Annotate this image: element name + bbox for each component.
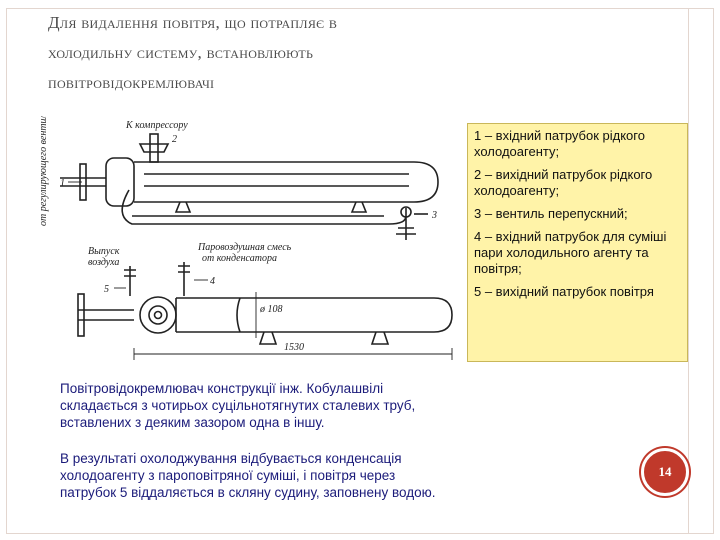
legend-item-5: 5 – вихідний патрубок повітря [474, 284, 654, 299]
diagram-label-3: 3 [431, 210, 437, 221]
description-paragraph-2: В результаті охолоджування відбувається … [60, 451, 436, 500]
diagram-label-5: 5 [104, 284, 109, 295]
legend-item-1: 1 – вхідний патрубок рідкого холодоагент… [474, 128, 645, 159]
upper-leg-right [350, 201, 368, 213]
compressor-cap [138, 143, 170, 153]
upper-shell [134, 161, 439, 203]
diagram-label-mix-2: от конденсатора [202, 253, 277, 264]
diagram-label-vypusk-1: Выпуск [88, 246, 120, 257]
lower-leg-right [370, 331, 390, 345]
diagram-dim-diameter: ø 108 [259, 304, 283, 315]
air-separator-diagram: от регулирующего вентиля К [38, 116, 453, 360]
upper-coil [121, 189, 407, 225]
diagram-label-vypusk-2: воздуха [88, 257, 119, 268]
title-line-3: повітровідокремлювачі [48, 73, 215, 92]
diagram-label-kompressor: К компрессору [125, 120, 188, 131]
slide-right-strip [688, 8, 714, 534]
lower-head-outer [139, 296, 177, 334]
lower-shell [176, 297, 453, 333]
mix-inlet-pipe [178, 262, 190, 296]
diagram-label-2: 2 [172, 134, 177, 145]
upper-leg-left [174, 201, 192, 213]
dim-length-line [133, 348, 453, 360]
lower-inlet-flange [77, 293, 85, 337]
compressor-nozzle [149, 133, 159, 163]
legend-item-3: 3 – вентиль перепускний; [474, 206, 628, 221]
diagram-label-mix-1: Паровоздушная смесь [197, 242, 292, 253]
title-line-1: Для видалення повітря, що потрапляє в [48, 13, 338, 32]
slide-frame [6, 8, 714, 534]
diagram-label-4: 4 [210, 276, 215, 287]
lower-head-inner [148, 305, 168, 325]
lower-leg-left [258, 331, 278, 345]
lower-inlet-pipe [78, 309, 134, 321]
title-line-2: холодильну систему, встановлюють [48, 43, 314, 62]
legend-item-2: 2 – вихідний патрубок рідкого холодоаген… [474, 167, 653, 198]
diagram-label-vertical: от регулирующего вентиля [38, 116, 49, 226]
slide-title: Для видалення повітря, що потрапляє в хо… [48, 8, 568, 98]
legend-box: 1 – вхідний патрубок рідкого холодоагент… [467, 123, 688, 362]
upper-left-head [105, 157, 135, 207]
lower-head-core [153, 310, 163, 320]
description-paragraph-1: Повітровідокремлювач конструкції інж. Ко… [60, 381, 416, 430]
upper-inner-tube [144, 173, 409, 187]
diagram-label-1: 1 [60, 178, 65, 189]
diagram-dim-length: 1530 [284, 342, 304, 353]
legend-item-4: 4 – вхідний патрубок для суміші пари хол… [474, 229, 667, 276]
upper-inlet-pipe [60, 177, 106, 187]
valve-3-body [400, 206, 412, 218]
page-number-badge: 14 [641, 448, 689, 496]
air-outlet-pipe [124, 266, 136, 296]
lower-shell-end [175, 297, 241, 333]
valve-3-stem [396, 208, 416, 240]
